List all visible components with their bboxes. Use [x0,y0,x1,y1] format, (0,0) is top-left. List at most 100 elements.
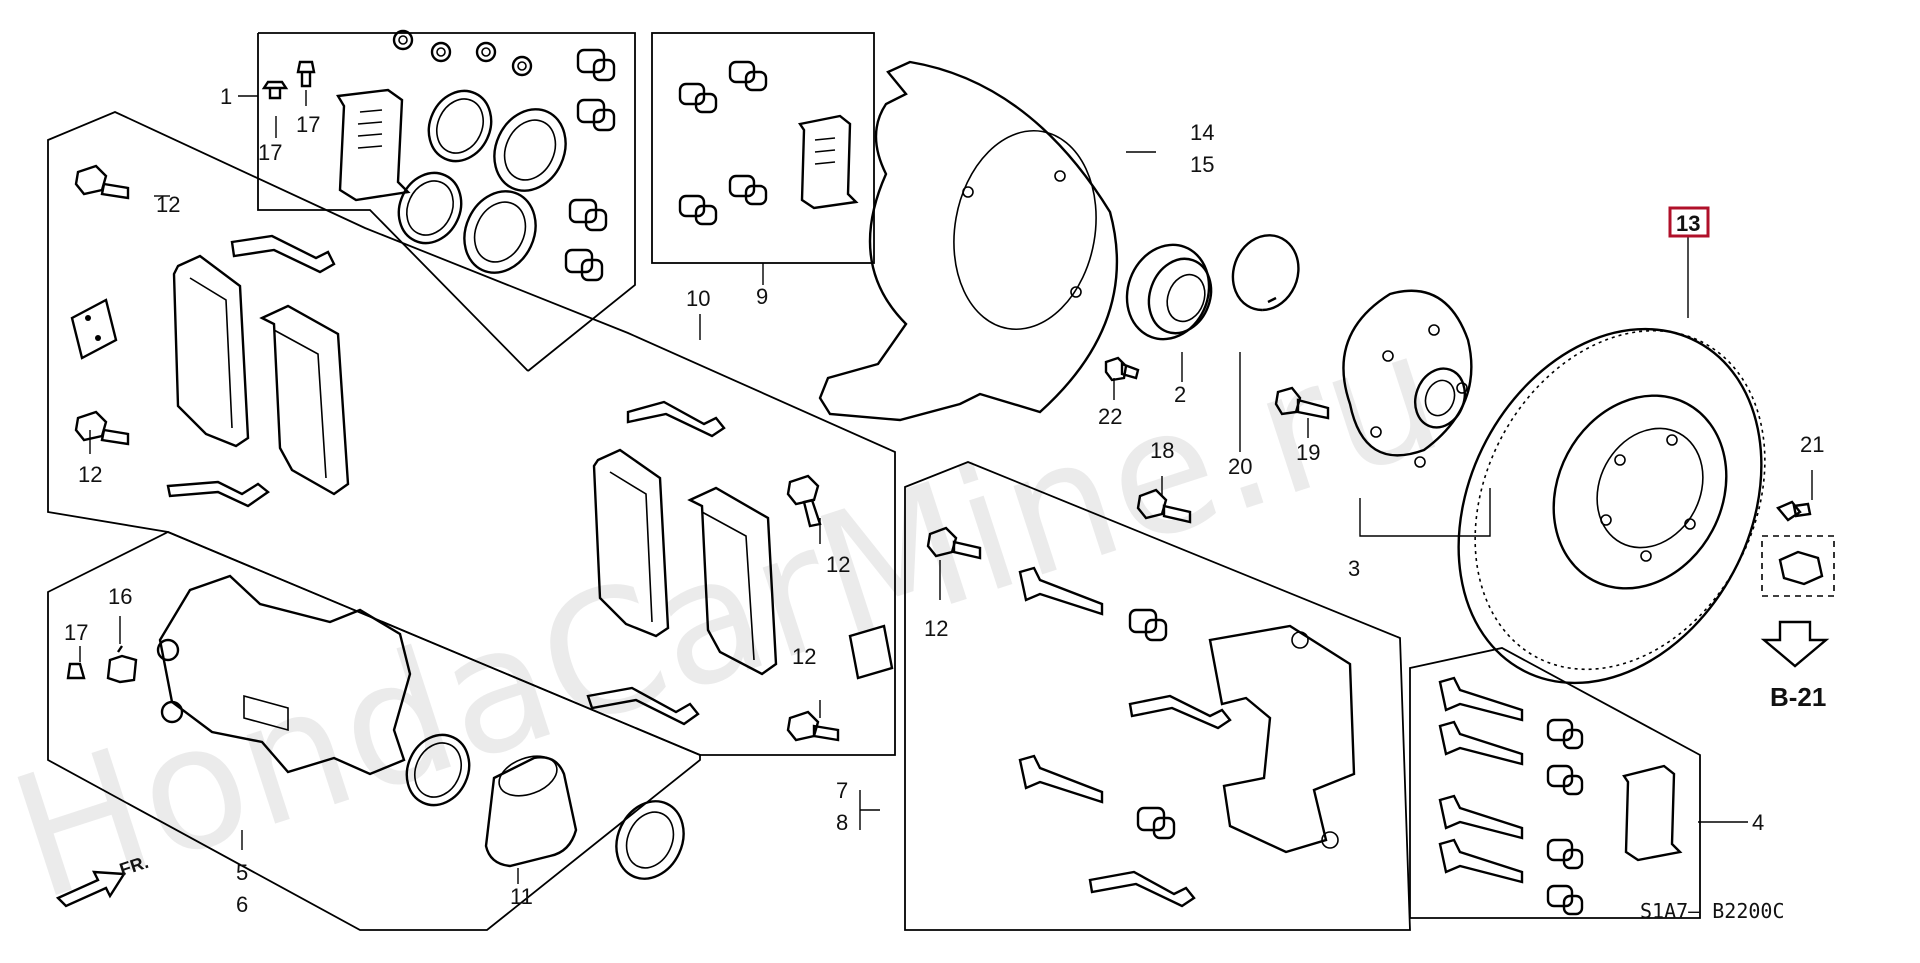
caliper-bolt [786,710,840,742]
callout-17: 17 [64,620,88,645]
callout-13[interactable]: 13 [1676,211,1700,236]
grease-packet [336,88,411,202]
bleeder-screw [261,80,289,100]
callout-10: 10 [686,286,710,311]
guide-pin [1018,754,1104,804]
pin-boot-stack [564,48,616,282]
pin-boot-kit-frame [651,32,875,264]
brake-pad-inner [172,254,250,448]
callout-7: 7 [836,778,848,803]
brake-pad-outer [259,304,350,496]
callout-19: 19 [1296,440,1320,465]
reference-arrow [1760,620,1830,668]
pad-set-right [586,400,894,742]
seal-kit-frame-top [258,32,636,372]
bleeder-screw [106,645,138,684]
pad-shim [848,624,894,680]
piston-seal [405,733,471,807]
callout-8: 8 [836,810,848,835]
brake-pad-outer [687,486,778,676]
pad-retainer-clip [626,400,726,438]
pad-retainer-clip [1088,870,1196,908]
callout-14: 14 [1190,120,1214,145]
bleeder-cap [296,60,316,88]
caliper-bolt [74,410,130,446]
splash-shield [818,60,1119,422]
callout-16: 16 [108,584,132,609]
piston-boot [615,800,685,880]
dust-cap [430,41,452,63]
pad-set-frame [47,111,896,756]
dust-cap [511,55,533,77]
callout-6: 6 [236,892,248,917]
pad-retainer-clip [166,480,271,508]
leader-lines [79,90,1813,884]
callout-12: 12 [792,644,816,669]
caliper-bracket-group [926,488,1356,908]
callout-5: 5 [236,860,248,885]
piston-seal [427,89,493,163]
callout-2: 2 [1174,382,1186,407]
callout-17: 17 [258,140,282,165]
watermark: HondaCarMine.ru [0,293,1462,939]
callout-12: 12 [156,192,180,217]
caliper-bolt [74,164,130,200]
callouts: 1 17 17 12 12 9 10 14 15 2 20 22 19 3 13… [64,84,1826,923]
caliper-bolt [786,474,822,528]
pad-retainer-clip [230,234,336,274]
callout-18: 18 [1150,438,1174,463]
caliper-bracket [1208,624,1356,854]
piston-seal [397,171,463,245]
front-direction-arrow [55,870,127,908]
splash-shield-bolt [1104,356,1140,382]
brake-pad-inner [592,448,670,638]
caliper-window [243,694,289,732]
caliper-housing [158,574,412,776]
reference-label[interactable]: B-21 [1770,682,1826,712]
front-hub [1342,289,1473,468]
snap-ring [1231,234,1300,312]
dust-cap [392,29,414,51]
pad-retainer-clip [1128,694,1232,730]
highlight-frame-13 [1668,206,1710,238]
pad-retainer-clip [586,686,700,726]
grease-packet-text-lines [357,109,383,149]
hub-bolt [1274,386,1330,420]
piston-boot [463,190,537,274]
callout-20: 20 [1228,454,1252,479]
bleeder-cap [66,662,86,680]
pad-set-left [70,164,350,508]
pad-shim [70,298,118,360]
caliper-body-group [66,574,685,880]
disc-screw [1776,500,1812,522]
spindle-nut-box [1761,535,1835,597]
dust-cap [475,41,497,63]
callout-9: 9 [756,284,768,309]
pin-boot-set-frame [1409,647,1701,919]
catalog-code: S1A7– B2200C [1640,899,1785,923]
callout-17: 17 [296,112,320,137]
callout-3: 3 [1348,556,1360,581]
caliper-body-frame [47,531,701,931]
guide-pin [1018,566,1104,616]
callout-1: 1 [220,84,232,109]
wheel-bearing [1125,243,1213,341]
grease-packet [798,114,859,210]
caliper-bracket-frame [904,461,1411,931]
callout-21: 21 [1800,432,1824,457]
seal-kit-group [261,29,616,282]
piston-boot [493,108,567,192]
callout-15: 15 [1190,152,1214,177]
caliper-bolt [926,526,982,560]
caliper-bolt [1136,488,1192,524]
callout-12: 12 [924,616,948,641]
pin-boot-set-group [1438,676,1683,916]
brake-disc [1457,327,1766,685]
spindle-nut [1778,550,1824,586]
callout-4: 4 [1752,810,1764,835]
grease-packet [1622,764,1683,862]
pin-boot-kit-group [678,60,859,226]
callout-11: 11 [510,884,533,909]
